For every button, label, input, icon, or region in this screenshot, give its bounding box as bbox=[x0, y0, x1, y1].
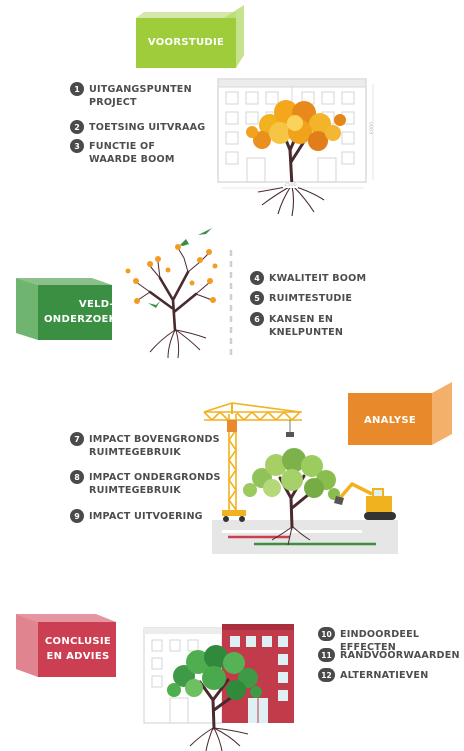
step-label: PROJECT bbox=[89, 97, 137, 108]
step-label: IMPACT ONDERGRONDS bbox=[89, 472, 221, 483]
step-9: 9 IMPACT UITVOERING bbox=[70, 509, 203, 523]
step-number-badge: 4 bbox=[250, 271, 264, 285]
step-8: 8 IMPACT ONDERGRONDS RUIMTEGEBRUIK bbox=[70, 470, 221, 497]
step-label: IMPACT BOVENGRONDS bbox=[89, 434, 220, 445]
section-title-conclusie: CONCLUSIE EN ADVIES bbox=[44, 636, 112, 662]
step-label: KWALITEIT BOOM bbox=[269, 273, 367, 284]
step-number-badge: 7 bbox=[70, 432, 84, 446]
step-11: 11 RANDVOORWAARDEN bbox=[318, 648, 460, 662]
step-number-badge: 11 bbox=[318, 648, 335, 662]
step-label: RUIMTEGEBRUIK bbox=[89, 485, 181, 496]
dimension-width-label: 2500 bbox=[283, 182, 298, 188]
step-number-badge: 5 bbox=[250, 291, 264, 305]
step-label: ALTERNATIEVEN bbox=[340, 670, 429, 681]
step-7: 7 IMPACT BOVENGRONDS RUIMTEGEBRUIK bbox=[70, 432, 220, 459]
step-number-badge: 12 bbox=[318, 668, 335, 682]
step-12: 12 ALTERNATIEVEN bbox=[318, 668, 429, 682]
step-label: UITGANGSPUNTEN bbox=[89, 84, 192, 95]
section-title-veldonderzoek: VELD- ONDERZOEK bbox=[44, 299, 117, 325]
step-label: RANDVOORWAARDEN bbox=[340, 650, 460, 661]
step-label: WAARDE BOOM bbox=[89, 154, 175, 165]
step-number-badge: 10 bbox=[318, 627, 335, 641]
step-3: 3 FUNCTIE OF WAARDE BOOM bbox=[70, 139, 175, 166]
step-5: 5 RUIMTESTUDIE bbox=[250, 291, 353, 305]
step-number-badge: 8 bbox=[70, 470, 84, 484]
step-number-badge: 3 bbox=[70, 139, 84, 153]
step-10: 10 EINDOORDEEL EFFECTEN bbox=[318, 627, 464, 654]
step-2: 2 TOETSING UITVRAAG bbox=[70, 120, 206, 134]
step-label: FUNCTIE OF bbox=[89, 141, 156, 152]
step-label: KANSEN EN bbox=[269, 314, 334, 325]
step-label: RUIMTESTUDIE bbox=[269, 293, 353, 304]
step-number-badge: 9 bbox=[70, 509, 84, 523]
step-1: 1 UITGANGSPUNTEN PROJECT bbox=[70, 82, 192, 109]
step-label: KNELPUNTEN bbox=[269, 327, 344, 338]
step-6: 6 KANSEN EN KNELPUNTEN bbox=[250, 312, 344, 339]
step-label: EINDOORDEEL EFFECTEN bbox=[340, 629, 420, 653]
section-title-voorstudie: VOORSTUDIE bbox=[147, 37, 225, 48]
step-number-badge: 6 bbox=[250, 312, 264, 326]
step-number-badge: 2 bbox=[70, 120, 84, 134]
step-number-badge: 1 bbox=[70, 82, 84, 96]
step-label: TOETSING UITVRAAG bbox=[89, 122, 206, 133]
step-4: 4 KWALITEIT BOOM bbox=[250, 271, 367, 285]
step-label: RUIMTEGEBRUIK bbox=[89, 447, 181, 458]
section-title-analyse: ANALYSE bbox=[363, 415, 417, 426]
step-label: IMPACT UITVOERING bbox=[89, 511, 203, 522]
